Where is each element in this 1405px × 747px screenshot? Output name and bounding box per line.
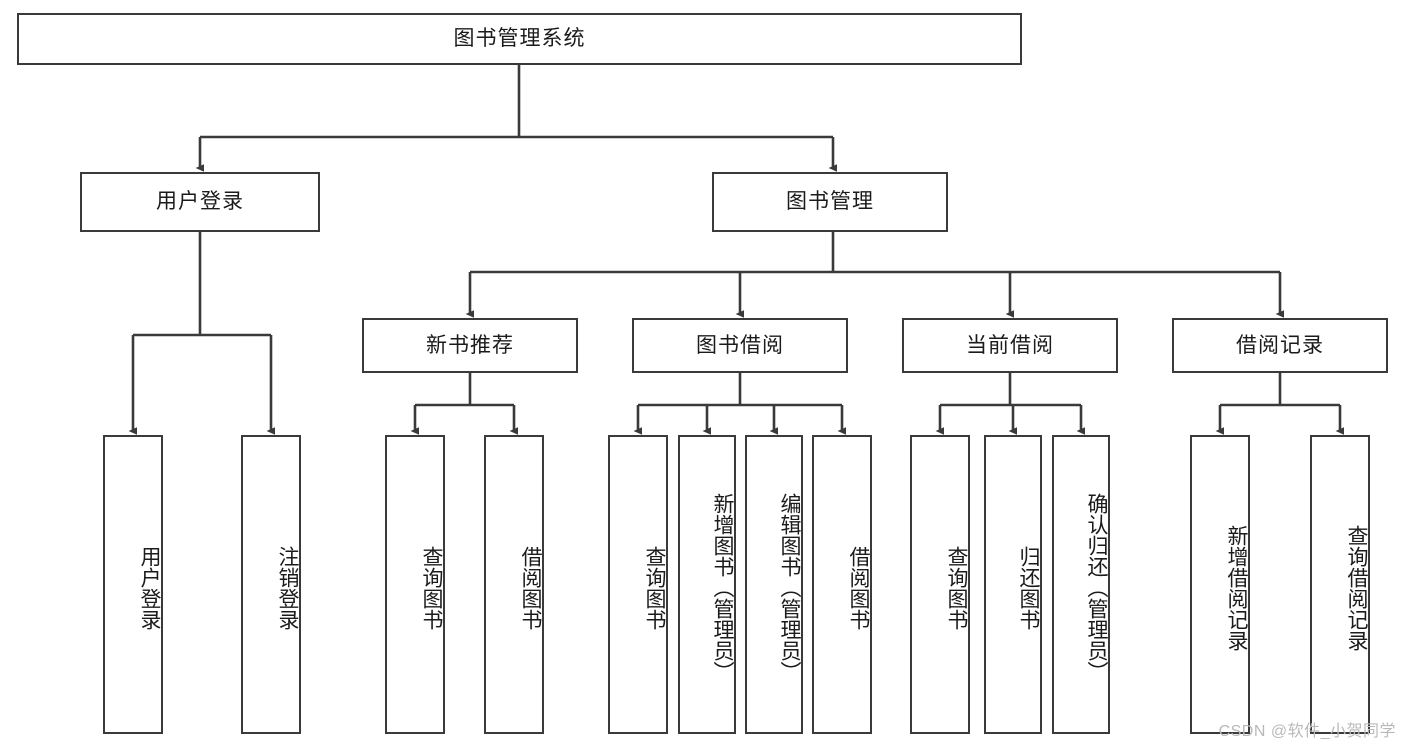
leaf-record-add-borrow-record[interactable]: 新增借阅记录 bbox=[1190, 435, 1250, 734]
leaf-user-login-label: 用户登录 bbox=[138, 545, 161, 630]
leaf-current-query-books-label: 查询图书 bbox=[945, 545, 968, 630]
node-root-label: 图书管理系统 bbox=[453, 27, 586, 51]
leaf-borrow-add-book-admin[interactable]: 新增图书（管理员） bbox=[678, 435, 736, 734]
node-current-borrow[interactable]: 当前借阅 bbox=[902, 318, 1118, 373]
leaf-record-query-borrow-record[interactable]: 查询借阅记录 bbox=[1310, 435, 1370, 734]
node-book-management-label: 图书管理 bbox=[786, 190, 874, 214]
node-user-login[interactable]: 用户登录 bbox=[80, 172, 320, 232]
leaf-newbook-query-books-label: 查询图书 bbox=[420, 545, 443, 630]
leaf-borrow-edit-book-admin-label: 编辑图书（管理员） bbox=[778, 493, 801, 682]
leaf-record-query-borrow-record-label: 查询借阅记录 bbox=[1345, 524, 1368, 651]
node-book-management[interactable]: 图书管理 bbox=[712, 172, 948, 232]
leaf-borrow-query-books-label: 查询图书 bbox=[643, 545, 666, 630]
leaf-current-confirm-return-admin-label: 确认归还（管理员） bbox=[1085, 493, 1108, 682]
watermark-csdn: CSDN @软件_小贺同学 bbox=[1218, 723, 1396, 740]
node-new-book-recommendation[interactable]: 新书推荐 bbox=[362, 318, 578, 373]
leaf-record-add-borrow-record-label: 新增借阅记录 bbox=[1225, 524, 1248, 651]
leaf-user-login[interactable]: 用户登录 bbox=[103, 435, 163, 734]
node-user-login-label: 用户登录 bbox=[156, 190, 244, 214]
leaf-logout-label: 注销登录 bbox=[276, 545, 299, 630]
leaf-borrow-add-book-admin-label: 新增图书（管理员） bbox=[711, 493, 734, 682]
node-current-borrow-label: 当前借阅 bbox=[966, 333, 1054, 357]
leaf-borrow-query-books[interactable]: 查询图书 bbox=[608, 435, 668, 734]
leaf-borrow-borrow-books[interactable]: 借阅图书 bbox=[812, 435, 872, 734]
leaf-newbook-borrow-books-label: 借阅图书 bbox=[519, 545, 542, 630]
node-new-book-recommendation-label: 新书推荐 bbox=[426, 333, 514, 357]
leaf-current-return-books-label: 归还图书 bbox=[1017, 545, 1040, 630]
node-book-borrow-label: 图书借阅 bbox=[696, 333, 784, 357]
leaf-current-confirm-return-admin[interactable]: 确认归还（管理员） bbox=[1052, 435, 1110, 734]
leaf-newbook-borrow-books[interactable]: 借阅图书 bbox=[484, 435, 544, 734]
node-borrow-record-label: 借阅记录 bbox=[1236, 333, 1324, 357]
leaf-borrow-borrow-books-label: 借阅图书 bbox=[847, 545, 870, 630]
node-borrow-record[interactable]: 借阅记录 bbox=[1172, 318, 1388, 373]
leaf-current-return-books[interactable]: 归还图书 bbox=[984, 435, 1042, 734]
leaf-newbook-query-books[interactable]: 查询图书 bbox=[385, 435, 445, 734]
node-book-borrow[interactable]: 图书借阅 bbox=[632, 318, 848, 373]
leaf-logout[interactable]: 注销登录 bbox=[241, 435, 301, 734]
node-root-book-management-system[interactable]: 图书管理系统 bbox=[17, 13, 1022, 65]
leaf-current-query-books[interactable]: 查询图书 bbox=[910, 435, 970, 734]
leaf-borrow-edit-book-admin[interactable]: 编辑图书（管理员） bbox=[745, 435, 803, 734]
